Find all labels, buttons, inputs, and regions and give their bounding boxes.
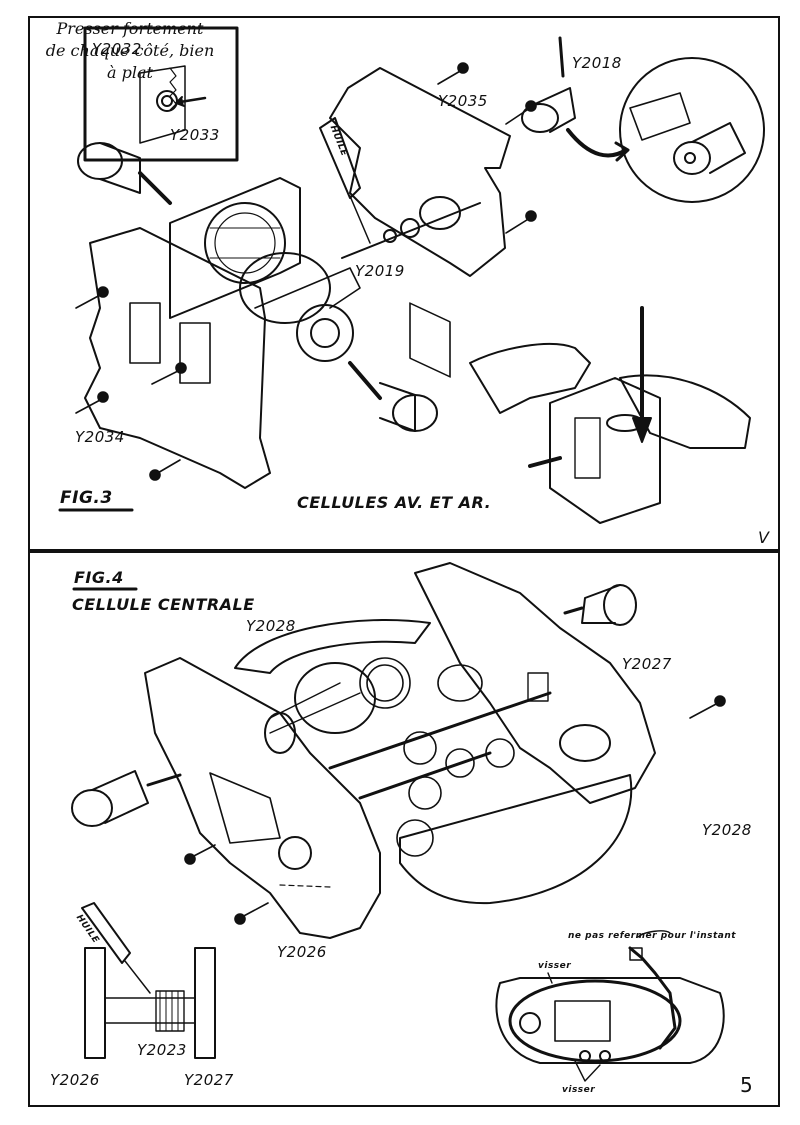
shaft-parts-right [341,87,576,259]
motor-shaft-right [563,584,637,626]
part-label-y2033: Y2033 [170,126,220,144]
part-label-y2018: Y2018 [572,54,622,72]
gear-train [328,657,552,857]
note-dont-close: ne pas refermer pour l'instant [568,931,737,941]
fig3-caption: CELLULES AV. ET AR. [297,493,492,512]
corner-mark: V [758,528,770,547]
part-label-y2023: Y2023 [137,1041,187,1059]
part-label-y2026: Y2026 [277,943,327,961]
part-label-y2034: Y2034 [75,428,125,446]
instruction-line-2: de chaque côté, bien [45,41,215,60]
arrow-to-detail [566,128,628,158]
closing-sketch [495,930,725,1082]
fig4-drawing [71,562,726,1082]
output-shaft [348,361,438,432]
plate-y2026 [144,657,381,939]
circle-detail [619,57,765,203]
shaft-assembly-y2023 [84,947,216,1059]
page-number: 5 [740,1073,754,1097]
motor-left [77,142,172,205]
gearbox-block [169,177,361,362]
shell-y2028-top [234,619,431,674]
plate-y2035 [329,67,511,378]
fig3-title: FIG.3 [60,488,113,508]
plate-y2027 [414,562,656,804]
pin [558,36,565,78]
screw-set-fig3 [75,62,537,481]
part-label-y2027-bottom: Y2027 [184,1071,234,1089]
part-label-y2028-right: Y2028 [702,821,752,839]
part-label-y2032: Y2032 [92,40,142,58]
part-label-y2026-bottom: Y2026 [50,1071,100,1089]
screw-set-fig4 [184,695,726,925]
part-label-y2019: Y2019 [355,262,405,280]
note-visser-top: visser [538,961,572,971]
plate-y2034 [84,227,271,489]
part-label-y2035: Y2035 [438,92,488,110]
fig4-subtitle: CELLULE CENTRALE [72,595,255,614]
shell-y2028-bottom [399,774,633,905]
fig4-title: FIG.4 [74,568,124,587]
fig3-panel: Y2032 Y2033 Y2035 Y2018 Y2019 Y2034 HUIL… [28,16,780,551]
inset-detail-box [83,26,239,162]
part-label-y2028-top: Y2028 [246,617,296,635]
hands-pressing [469,306,751,524]
motor-fig4 [264,662,376,754]
motor-shaft-left [71,770,182,827]
instruction-line-3: à plat [107,63,153,82]
note-visser-bottom: visser [562,1085,596,1095]
oil-bottle-fig4 [81,902,151,994]
fig4-panel: FIG.4 CELLULE CENTRALE Y2028 Y2027 Y2028… [28,551,780,1107]
oil-bottle-fig3 [319,117,371,244]
part-label-y2027: Y2027 [622,655,672,673]
fig3-drawing [58,26,765,524]
